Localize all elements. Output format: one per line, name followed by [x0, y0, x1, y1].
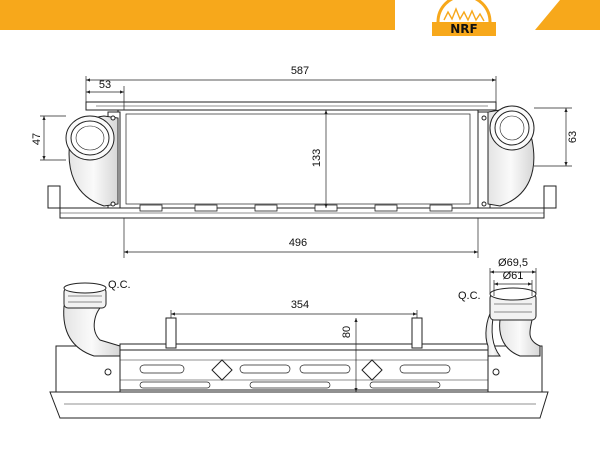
- mount-post-left: [165, 317, 177, 349]
- right-qc-pipe: [485, 287, 541, 357]
- nrf-logo: NRF: [432, 0, 496, 36]
- logo-text: NRF: [450, 22, 477, 36]
- mount-post-right: [411, 317, 423, 349]
- top-view: [47, 101, 557, 219]
- right-outlet-pipe: [487, 105, 535, 207]
- header-banner: [0, 0, 600, 30]
- label-qc-left: Q.C.: [108, 279, 131, 291]
- dim-inlet-height: 47: [31, 133, 43, 145]
- left-qc-pipe: [63, 282, 121, 357]
- dim-mount-spacing: 354: [291, 299, 309, 311]
- logo-arc: [436, 0, 492, 23]
- top-view-dimensions: [40, 76, 572, 258]
- bottom-view-dimensions: [170, 268, 537, 392]
- dim-core-width: 496: [289, 237, 307, 249]
- dim-inner-diameter: Ø61: [503, 270, 524, 282]
- dim-mount-height: 80: [341, 326, 353, 338]
- dim-overall-width: 587: [291, 65, 309, 77]
- banner-center-bar: [52, 0, 395, 30]
- left-inlet-pipe: [65, 115, 119, 207]
- dim-core-height: 133: [311, 149, 323, 167]
- dim-outlet-height: 63: [567, 131, 579, 143]
- dim-outer-diameter: Ø69,5: [498, 257, 528, 269]
- bottom-view: [49, 282, 549, 419]
- label-qc-right: Q.C.: [458, 290, 481, 302]
- dim-offset-left: 53: [99, 79, 111, 91]
- banner-right-shape: [535, 0, 600, 30]
